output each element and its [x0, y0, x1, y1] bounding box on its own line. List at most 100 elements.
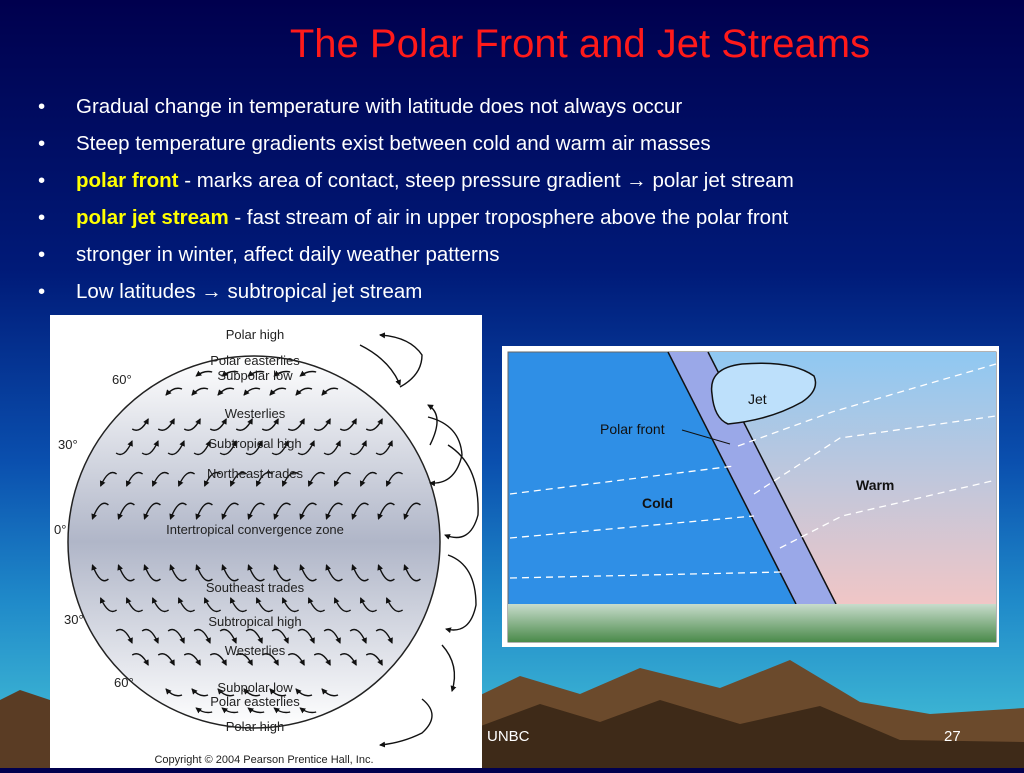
jet-stream-core [710, 362, 817, 425]
wind-arrow [131, 418, 149, 431]
wind-arrow [165, 387, 183, 396]
slide-title: The Polar Front and Jet Streams [289, 22, 871, 66]
wind-arrow [195, 564, 213, 582]
wind-arrow [243, 688, 261, 697]
wind-arrow [271, 628, 289, 644]
wind-arrow [191, 688, 209, 697]
wind-arrow [169, 502, 187, 520]
wind-arrow [245, 440, 263, 456]
footer-center: UNBC [487, 728, 530, 745]
warm-label: Warm [856, 477, 894, 493]
polar-front-label: Polar front [600, 421, 665, 437]
wind-arrow [261, 418, 279, 431]
zone-label: Northeast trades [207, 466, 304, 481]
wind-arrow [255, 597, 274, 613]
wind-arrow [177, 471, 196, 487]
wind-arrow [195, 707, 213, 714]
isotherm-lines [509, 363, 997, 579]
wind-arrow [403, 502, 421, 520]
wind-arrow [295, 387, 313, 396]
wind-arrow [235, 653, 253, 666]
bullet-text: - fast stream of air in upper tropospher… [228, 206, 789, 229]
wind-arrow [151, 471, 170, 487]
zone-label: Polar easterlies [210, 694, 300, 709]
wind-arrow [229, 597, 248, 613]
mountain-range [0, 690, 50, 768]
wind-arrow [243, 387, 261, 396]
wind-arrow [157, 653, 175, 666]
wind-arrow [299, 502, 317, 520]
wind-arrow [247, 707, 265, 714]
bullet-keyword: polar front [76, 169, 179, 192]
wind-arrow [221, 370, 239, 377]
bullet-item: Steep temperature gradients exist betwee… [38, 129, 794, 166]
bullet-text: stronger in winter, affect daily weather… [76, 243, 500, 266]
wind-arrow [271, 440, 289, 456]
global-circulation-figure: 60° 30° 0° 30° 60° Polar high Polar east… [50, 315, 482, 768]
wind-arrow [117, 564, 135, 582]
jet-label: Jet [748, 391, 767, 407]
wind-arrow [349, 628, 367, 644]
wind-arrow [321, 688, 339, 697]
wind-arrows [91, 370, 421, 714]
bullet-item: stronger in winter, affect daily weather… [38, 240, 794, 277]
wind-arrow [99, 471, 118, 487]
wind-arrow [167, 440, 185, 456]
wind-arrow [165, 688, 183, 697]
wind-arrow [141, 628, 159, 644]
wind-arrow [339, 418, 357, 431]
bullet-item: polar front - marks area of contact, ste… [38, 166, 794, 203]
wind-arrow [325, 564, 343, 582]
wind-arrow [307, 597, 326, 613]
wind-arrow [131, 653, 149, 666]
wind-arrow [299, 370, 317, 377]
wind-arrow [339, 653, 357, 666]
wind-arrow [115, 440, 133, 456]
wind-arrow [125, 471, 144, 487]
wind-arrow [323, 628, 341, 644]
wind-arrow [221, 564, 239, 582]
zone-label: Polar easterlies [210, 353, 300, 368]
wind-arrow [351, 564, 369, 582]
wind-arrow [183, 653, 201, 666]
bullet-text: Steep temperature gradients exist betwee… [76, 132, 711, 155]
wind-arrow [269, 688, 287, 697]
page-number: 27 [944, 728, 961, 745]
wind-arrow [247, 564, 265, 582]
wind-arrow [375, 440, 393, 456]
wind-arrow [287, 418, 305, 431]
latitude-label-equator: 0° [54, 522, 66, 537]
front-boundary-line [667, 351, 797, 605]
circulation-cells [359, 332, 479, 748]
bullet-item: Gradual change in temperature with latit… [38, 92, 794, 129]
zone-label: Subtropical high [208, 436, 301, 451]
bullet-list: Gradual change in temperature with latit… [38, 92, 794, 314]
wind-arrow [307, 471, 326, 487]
globe [67, 355, 441, 729]
wind-arrow [273, 707, 291, 714]
bullet-item: polar jet stream - fast stream of air in… [38, 203, 794, 240]
wind-arrow [325, 502, 343, 520]
zone-label: Polar high [226, 327, 285, 342]
wind-arrow [273, 502, 291, 520]
wind-arrow [295, 688, 313, 697]
wind-arrow [99, 597, 118, 613]
cold-label: Cold [642, 495, 673, 511]
wind-arrow [157, 418, 175, 431]
wind-arrow [219, 628, 237, 644]
wind-arrow [269, 387, 287, 396]
wind-arrow [403, 564, 421, 582]
wind-arrow [385, 597, 404, 613]
zone-label: Subtropical high [208, 614, 301, 629]
wind-arrow [359, 471, 378, 487]
wind-arrow [313, 653, 331, 666]
bullet-keyword: polar jet stream [76, 206, 229, 229]
wind-arrow [229, 471, 248, 487]
wind-arrow [209, 418, 227, 431]
wind-arrow [235, 418, 253, 431]
wind-arrow [203, 471, 222, 487]
zone-label: Subpolar low [217, 680, 293, 695]
wind-arrow [217, 688, 235, 697]
